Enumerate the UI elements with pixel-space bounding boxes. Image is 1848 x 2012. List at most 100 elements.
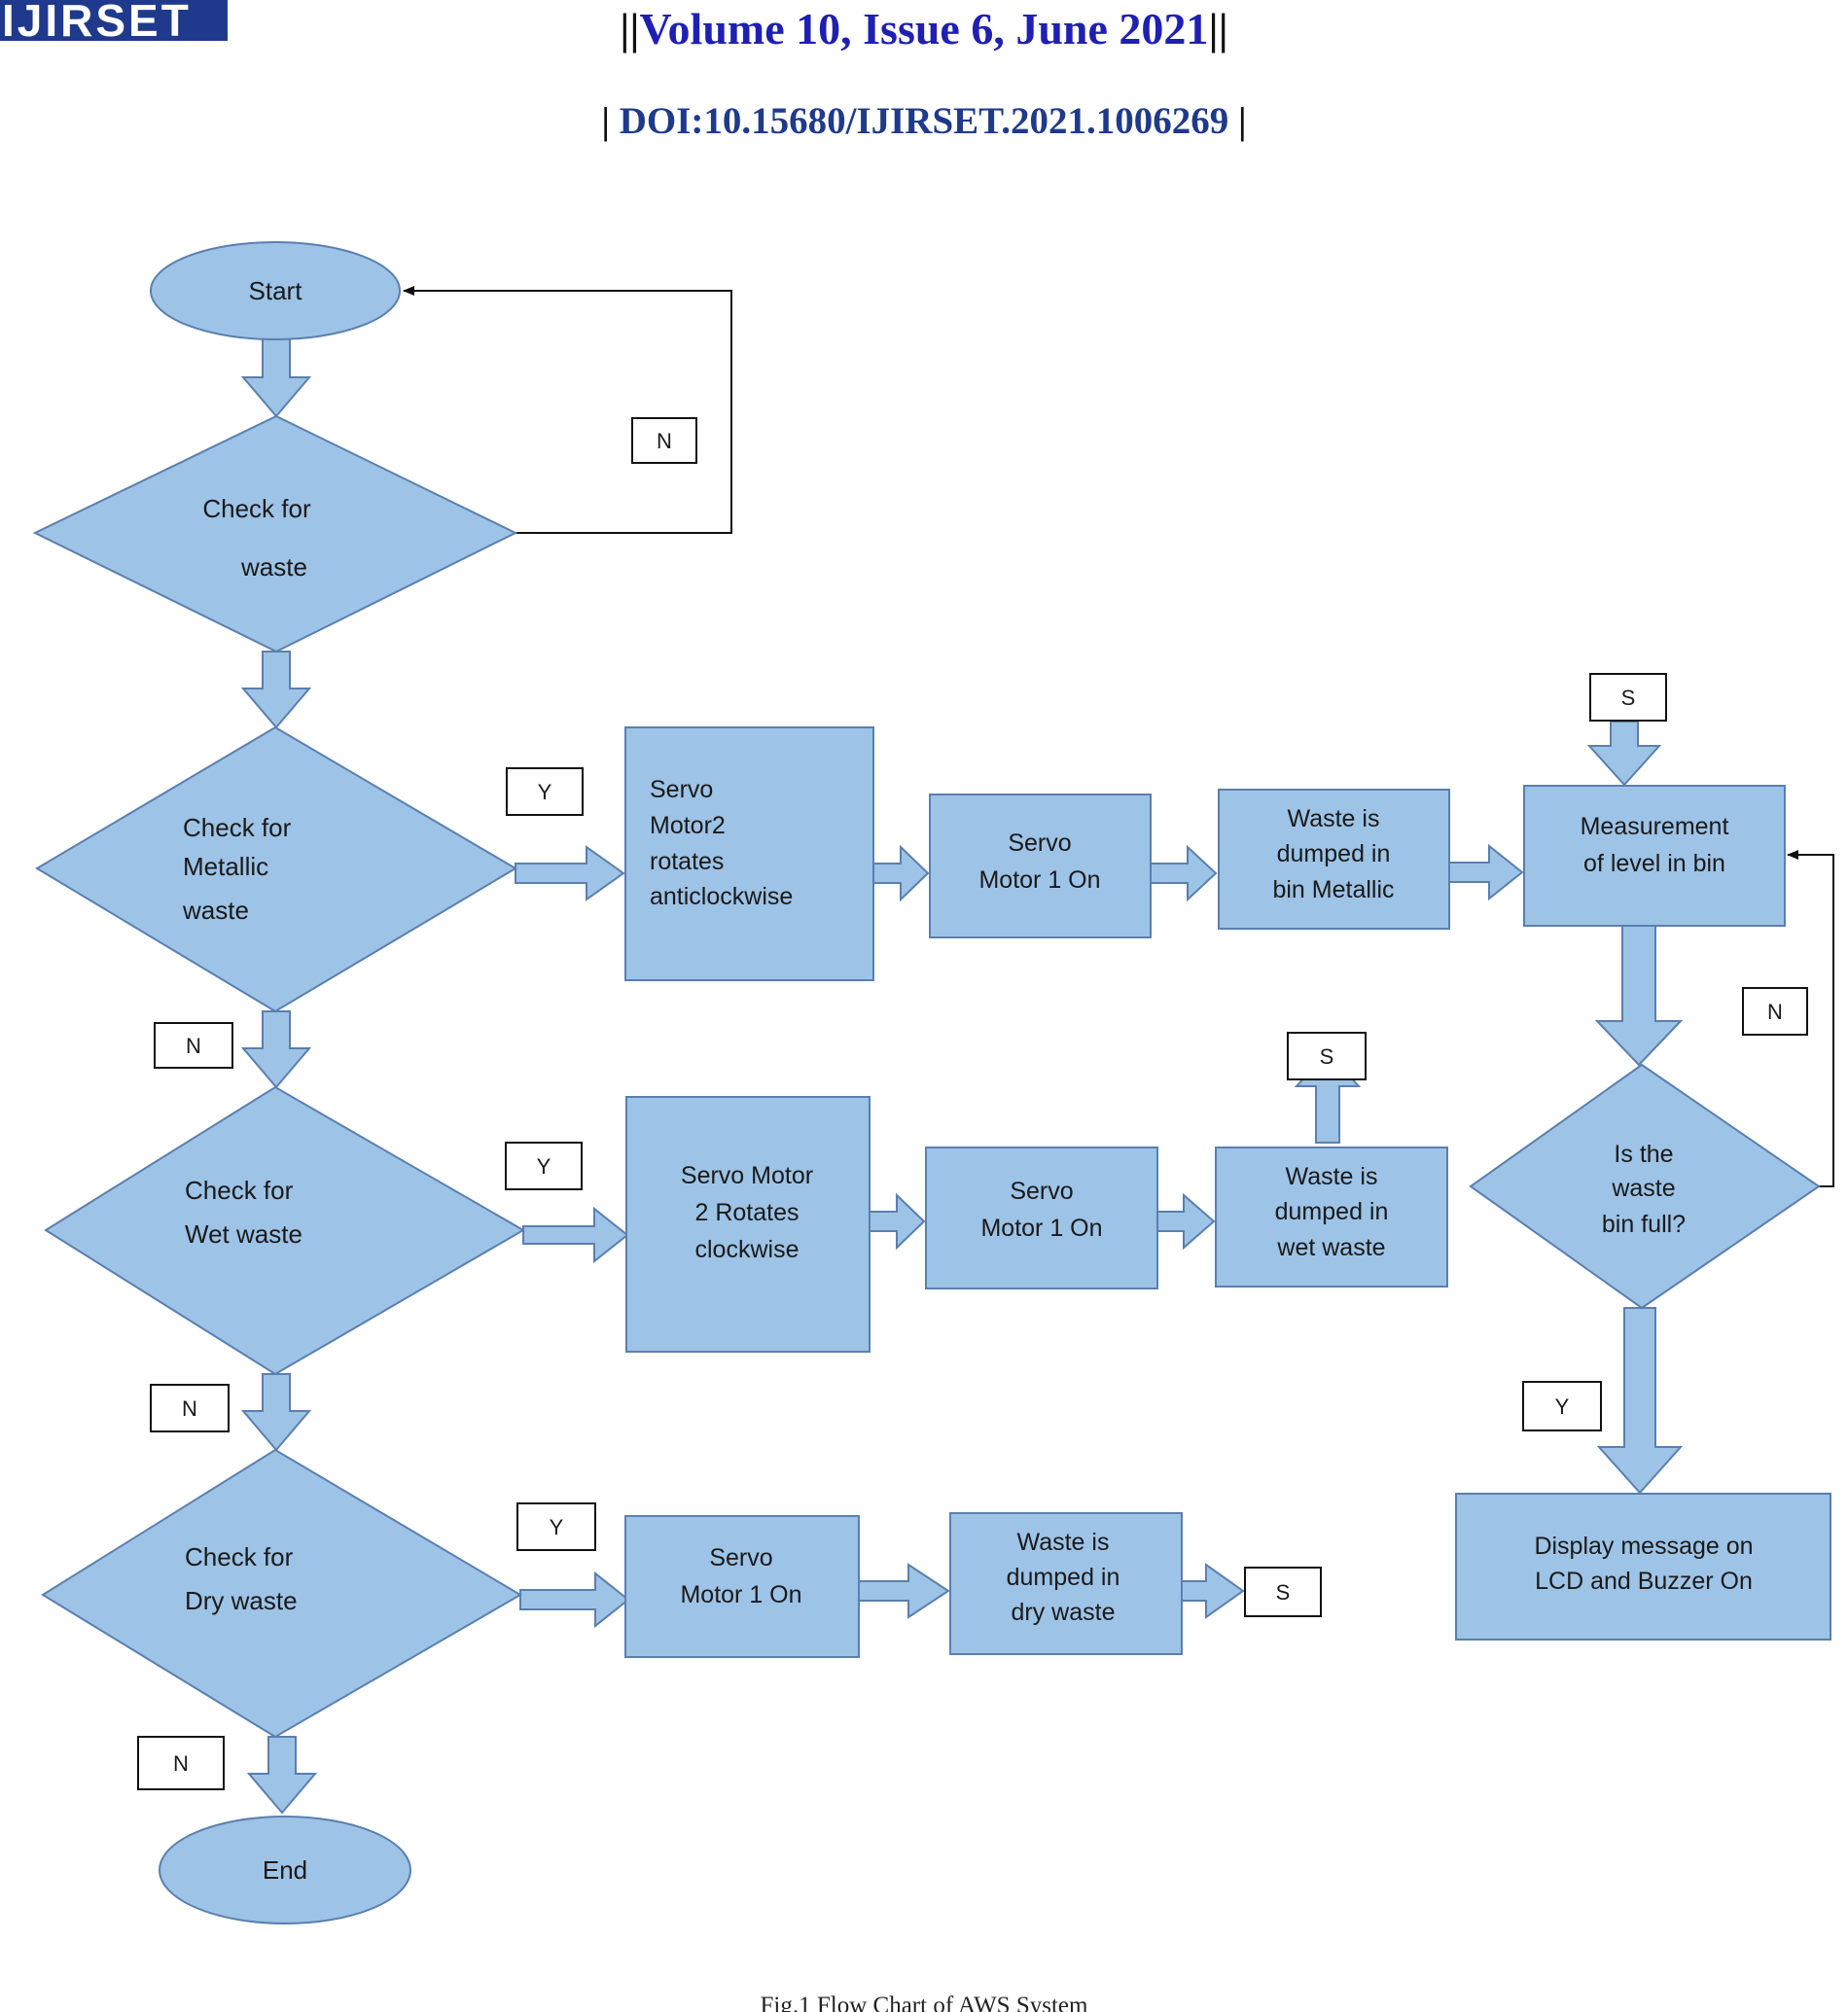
no-label-waste: N <box>631 417 697 464</box>
arrow-servo1-to-dumped-wet <box>1155 1192 1216 1251</box>
journal-logo: IJIRSET <box>0 0 228 41</box>
check-wet-label-2: Wet waste <box>185 1219 302 1249</box>
no-waste-feedback-line <box>403 286 732 534</box>
svg-text:Y: Y <box>1555 1394 1570 1419</box>
volume-text: Volume 10, Issue 6, June 2021 <box>639 4 1209 53</box>
bin-full-label-1: Is the <box>1614 1141 1673 1168</box>
dumped-wet-box <box>1215 1147 1448 1288</box>
svg-text:N: N <box>182 1396 197 1421</box>
arrow-servo1-to-dumped-dry <box>855 1563 950 1619</box>
no-label-bin-full: N <box>1742 987 1808 1036</box>
yes-label-dry: Y <box>516 1502 596 1551</box>
arrow-dry-yes <box>519 1571 630 1629</box>
measurement-box <box>1523 785 1786 927</box>
check-metallic-decision <box>35 725 517 1013</box>
s-label-measurement: S <box>1589 673 1667 722</box>
svg-text:S: S <box>1621 686 1636 710</box>
flowchart: Start End Check for waste Check for Meta… <box>32 241 1834 1924</box>
check-wet-label-1: Check for <box>185 1176 294 1205</box>
arrow-dumped-metal-to-measurement <box>1446 843 1524 901</box>
start-label: Start <box>249 276 303 305</box>
check-metallic-label-2: Metallic <box>183 852 268 881</box>
arrow-dry-to-end <box>246 1736 318 1815</box>
no-label-wet: N <box>150 1384 230 1432</box>
arrow-start-to-check-waste <box>240 337 312 418</box>
bin-not-full-feedback-line <box>1787 850 1834 1187</box>
check-metallic-label-3: waste <box>182 896 249 925</box>
svg-text:Y: Y <box>537 1154 551 1179</box>
dumped-dry-box <box>949 1512 1183 1655</box>
dumped-metallic-label-2: dumped in <box>1277 840 1391 867</box>
end-terminator <box>159 1816 411 1924</box>
check-wet-decision <box>44 1085 525 1376</box>
servo2-anticlockwise-label-1: Servo <box>650 776 713 803</box>
display-label-2: LCD and Buzzer On <box>1535 1568 1753 1595</box>
arrow-waste-to-metallic <box>240 651 312 729</box>
servo2-anticlockwise-box <box>624 726 874 981</box>
servo1-on-metal-label-2: Motor 1 On <box>978 866 1100 894</box>
check-dry-decision <box>41 1448 522 1739</box>
servo2-anticlockwise-label-2: Motor2 <box>650 812 726 839</box>
arrow-s-to-measurement <box>1586 721 1662 787</box>
volume-line: ||Volume 10, Issue 6, June 2021|| <box>620 4 1228 53</box>
doi-text: DOI:10.15680/IJIRSET.2021.1006269 <box>619 100 1229 142</box>
display-label-1: Display message on <box>1534 1533 1753 1560</box>
bin-full-label-2: waste <box>1611 1175 1675 1202</box>
arrow-bin-full-to-display <box>1596 1307 1684 1495</box>
check-waste-decision <box>32 414 518 653</box>
no-label-dry: N <box>137 1736 225 1790</box>
servo2-clockwise-box <box>625 1096 871 1353</box>
arrow-servo2-to-servo1-wet <box>868 1192 926 1251</box>
dumped-metallic-label-3: bin Metallic <box>1272 876 1394 903</box>
yes-label-bin-full: Y <box>1522 1381 1602 1431</box>
arrow-wet-to-dry <box>240 1373 312 1452</box>
start-terminator <box>150 241 401 340</box>
no-label-metallic: N <box>154 1022 233 1069</box>
servo1-on-dry-box <box>624 1515 860 1658</box>
check-metallic-label-1: Check for <box>183 813 292 842</box>
servo1-on-dry-label-1: Servo <box>709 1544 772 1571</box>
display-lcd-buzzer-box <box>1455 1493 1831 1641</box>
servo1-on-wet-label-2: Motor 1 On <box>980 1215 1102 1242</box>
check-dry-label-1: Check for <box>185 1542 294 1571</box>
svg-text:N: N <box>186 1034 201 1058</box>
servo1-on-wet-box <box>925 1147 1158 1289</box>
dumped-dry-label-3: dry waste <box>1012 1599 1116 1626</box>
bin-full-decision <box>1469 1063 1821 1310</box>
servo2-clockwise-label-2: 2 Rotates <box>694 1199 799 1226</box>
dumped-metallic-label-1: Waste is <box>1288 805 1380 832</box>
bin-full-label-3: bin full? <box>1602 1211 1686 1238</box>
dumped-wet-label-2: dumped in <box>1275 1198 1389 1225</box>
doi-line: | DOI:10.15680/IJIRSET.2021.1006269 | <box>601 100 1247 142</box>
measurement-label-1: Measurement <box>1581 813 1729 840</box>
svg-text:N: N <box>1767 1000 1783 1024</box>
servo2-anticlockwise-label-3: rotates <box>650 848 724 875</box>
arrow-measurement-to-bin-full <box>1594 925 1684 1067</box>
measurement-label-2: of level in bin <box>1583 850 1725 877</box>
servo1-on-wet-label-1: Servo <box>1010 1178 1073 1205</box>
dumped-metallic-box <box>1218 789 1450 930</box>
dumped-dry-label-1: Waste is <box>1017 1529 1110 1556</box>
servo1-on-dry-label-2: Motor 1 On <box>680 1581 801 1608</box>
svg-text:N: N <box>173 1751 189 1776</box>
yes-label-metallic: Y <box>506 767 584 816</box>
servo2-clockwise-label-3: clockwise <box>695 1236 800 1263</box>
arrow-metallic-yes <box>515 845 625 901</box>
arrow-servo2-to-servo1-metal <box>870 844 930 902</box>
arrow-metallic-to-wet <box>240 1010 312 1089</box>
svg-text:Y: Y <box>538 780 552 804</box>
svg-text:S: S <box>1276 1580 1291 1605</box>
servo2-anticlockwise-label-4: anticlockwise <box>650 883 793 910</box>
check-dry-label-2: Dry waste <box>185 1586 298 1615</box>
svg-text:N: N <box>657 429 672 453</box>
arrow-servo1-to-dumped-metal <box>1147 844 1218 902</box>
arrow-dumped-dry-to-s <box>1178 1563 1245 1619</box>
arrow-wet-yes <box>522 1206 629 1264</box>
s-label-dry: S <box>1244 1567 1322 1617</box>
svg-text:S: S <box>1320 1044 1334 1069</box>
figure-caption: Fig.1 Flow Chart of AWS System <box>760 1993 1088 2012</box>
check-waste-label-1: Check for <box>202 494 311 523</box>
svg-text:Y: Y <box>550 1515 564 1539</box>
s-label-wet: S <box>1287 1032 1367 1080</box>
servo2-clockwise-label-1: Servo Motor <box>681 1162 813 1189</box>
